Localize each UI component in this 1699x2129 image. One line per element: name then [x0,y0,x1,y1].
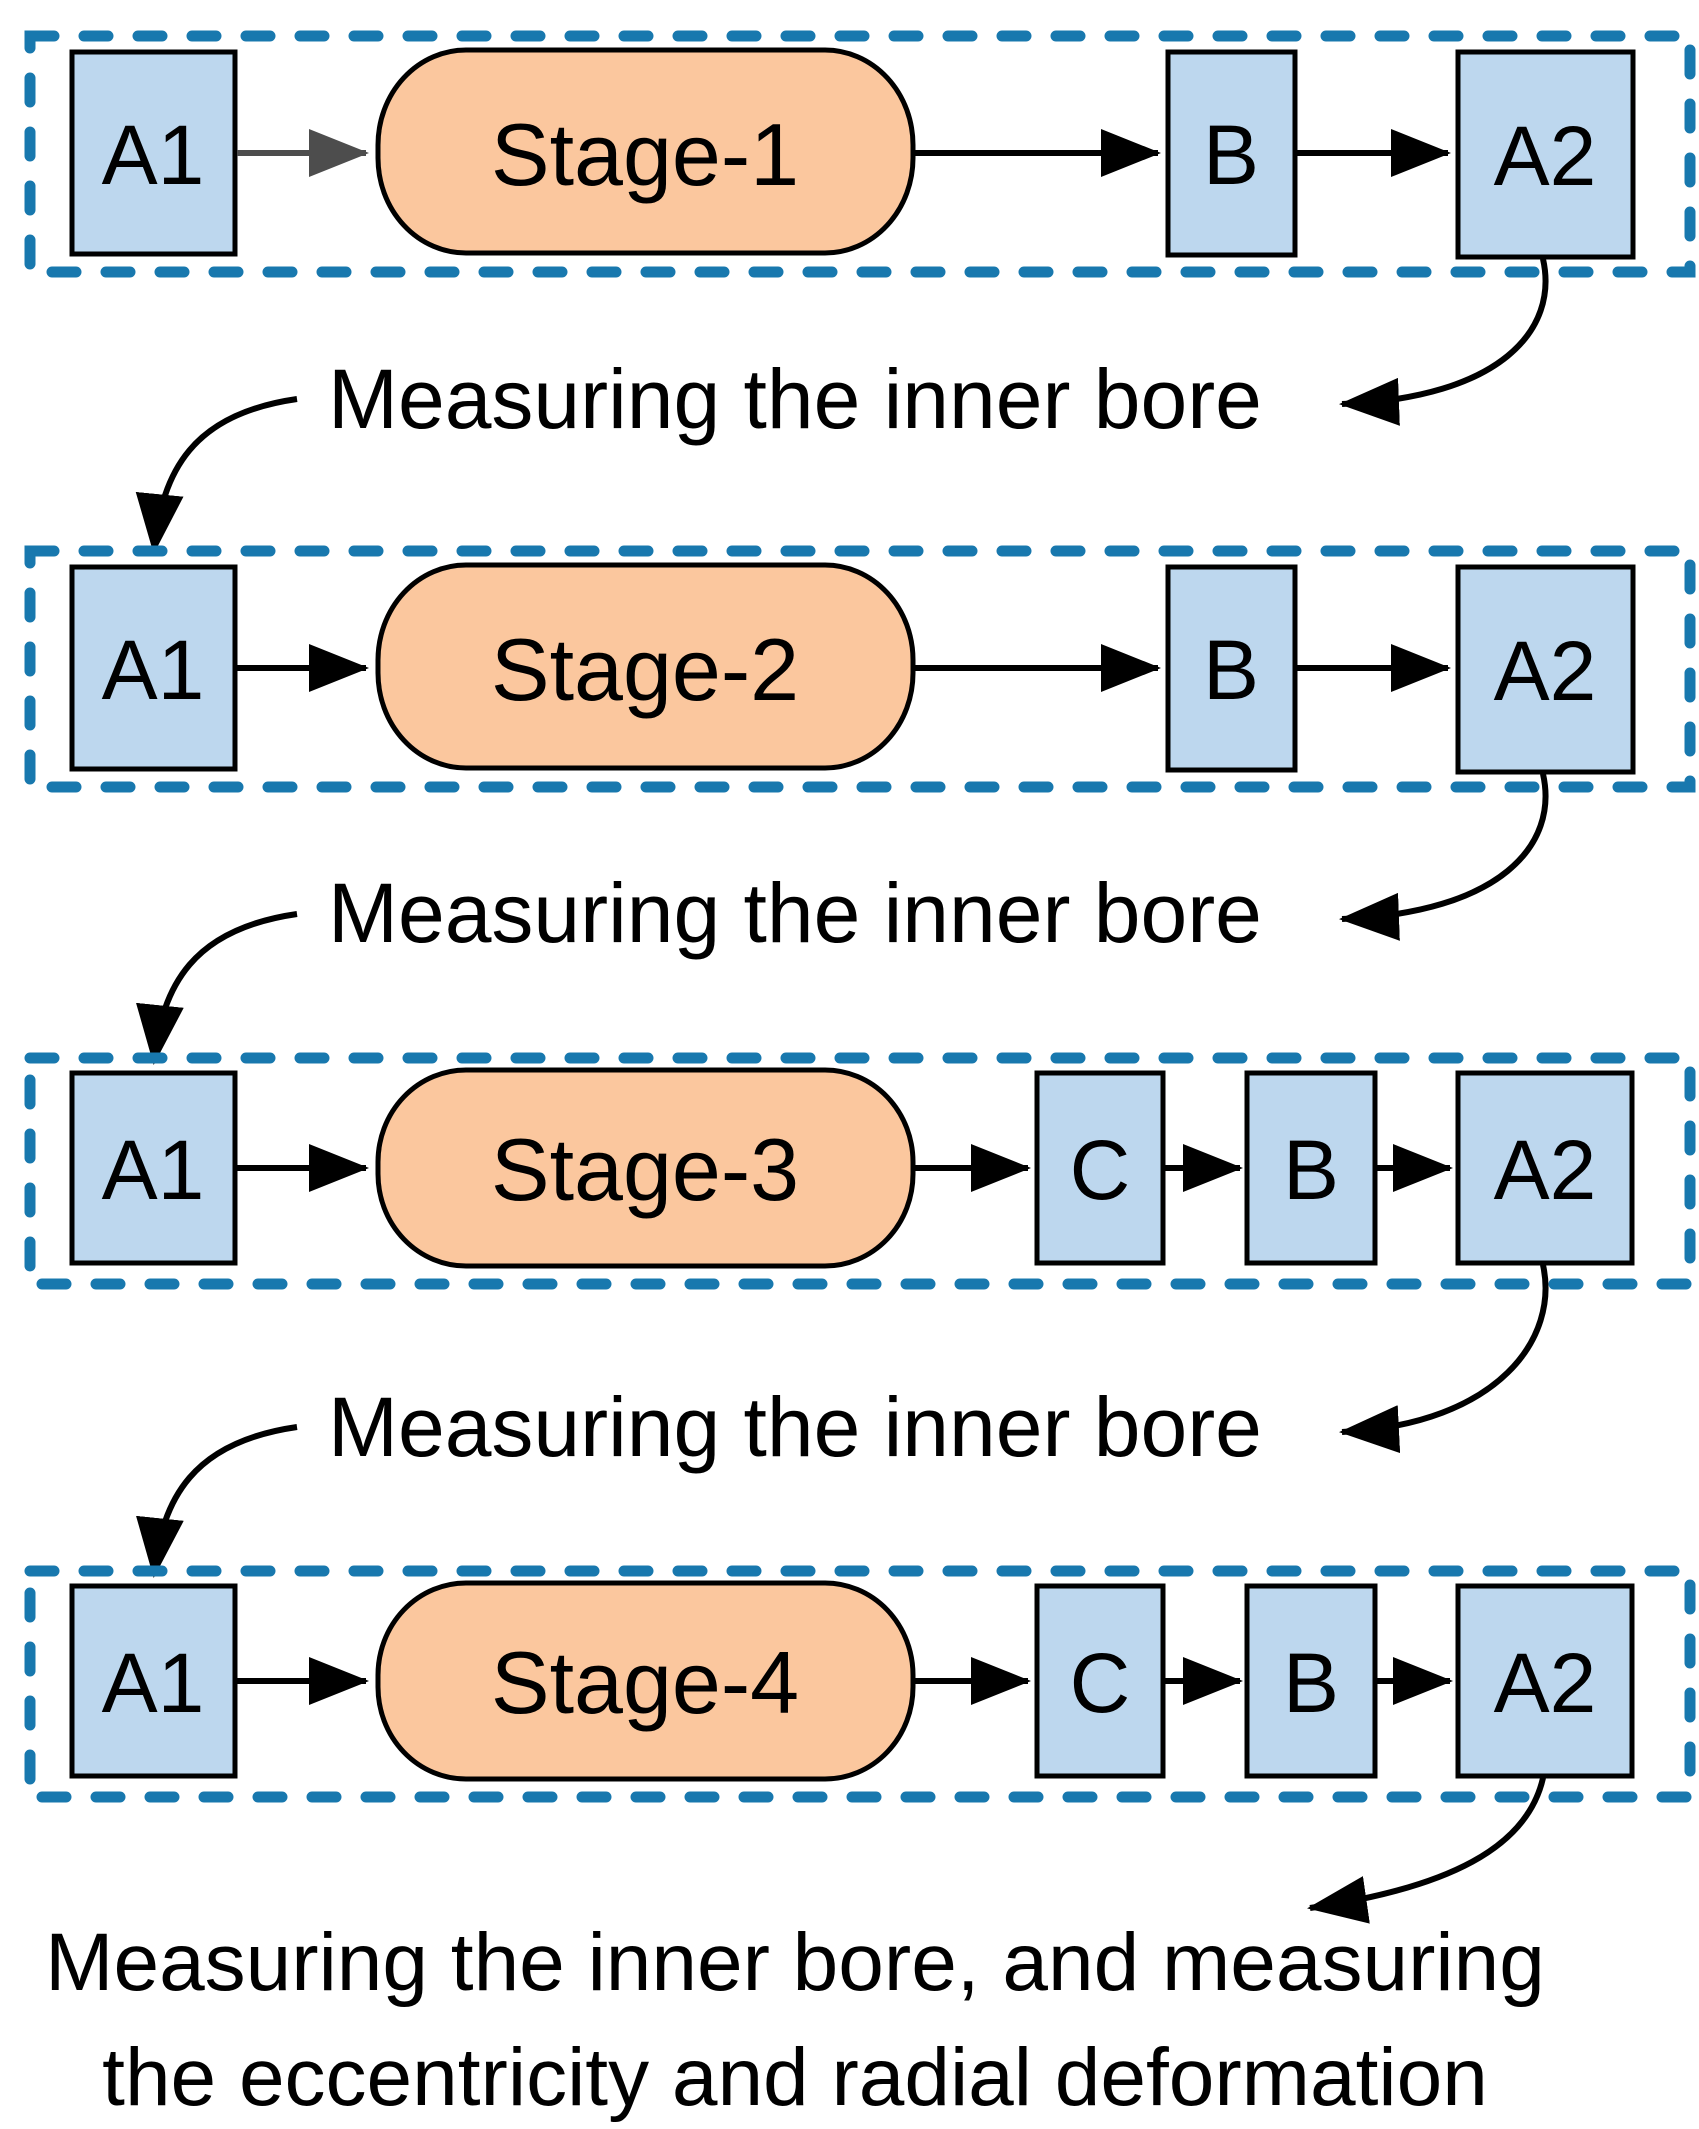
stage-3-a1-box [69,1070,238,1266]
stage-2-label: Stage-2 [491,620,799,719]
measure-label-3: Measuring the inner bore [328,1380,1262,1474]
measure3-to-a1-arrow [136,1424,298,1578]
stage-3-a1-label: A1 [102,1123,205,1217]
stage-4-c-label: C [1070,1636,1131,1730]
stage-1-a1-box [69,49,238,257]
stage-3-label: Stage-3 [491,1120,799,1219]
stage-3-b-label: B [1283,1123,1339,1217]
bottom-caption-line-2: the eccentricity and radial deformation [102,2032,1488,2123]
stage-2-b-box [1165,564,1298,773]
stage-2-dashed-border [24,545,1696,793]
bottom-caption-line-1: Measuring the inner bore, and measuring [45,1917,1545,2008]
stage-3-c-box [1034,1070,1166,1266]
stage-4-dashed-border [24,1565,1696,1803]
stage-1-b-label: B [1203,108,1259,202]
measure-label-2: Measuring the inner bore [328,866,1262,960]
a2-to-measure2-arrow [1339,773,1549,941]
stage-1-dashed-border [24,30,1696,278]
stage-4-a1-label: A1 [102,1636,205,1730]
stage-2-a2-box [1455,564,1636,775]
stage-3-a2-label: A2 [1494,1123,1597,1217]
stage-3-a2-box [1455,1070,1635,1266]
a2-to-measure3-arrow [1339,1264,1549,1454]
stage-4-a2-label: A2 [1494,1636,1597,1730]
stage-2-row: A1 Stage-2 B A2 [24,545,1696,793]
stage-3-c-label: C [1070,1123,1131,1217]
stage-3-dashed-border [24,1052,1696,1290]
stage-4-a2-box [1455,1583,1635,1779]
stage-1-label: Stage-1 [491,105,799,204]
stage-1-a1-label: A1 [102,108,205,202]
stage-1-a2-label: A2 [1494,109,1597,203]
measure1-to-a1-arrow [135,396,298,554]
measure-label-1: Measuring the inner bore [328,352,1262,446]
stage-1-row: A1 Stage-1 B A2 [24,30,1696,278]
stage-2-a1-label: A1 [102,623,205,717]
stage-4-b-box [1244,1583,1378,1779]
a2-to-measure1-arrow [1339,258,1549,426]
measure2-to-a1-arrow [136,911,298,1065]
a2-to-bottom-caption-arrow [1307,1777,1546,1924]
stage-1-a2-box [1455,49,1636,260]
stage-2-a1-box [69,564,238,772]
stage-2-a2-label: A2 [1494,624,1597,718]
stage-4-row: A1 Stage-4 C B A2 [24,1565,1696,1803]
stage-3-row: A1 Stage-3 C B A2 [24,1052,1696,1290]
stage-2-b-label: B [1203,623,1259,717]
stage-4-label: Stage-4 [491,1633,799,1732]
stage-1-b-box [1165,49,1298,258]
stage-3-b-box [1244,1070,1378,1266]
stage-4-b-label: B [1283,1636,1339,1730]
stage-4-a1-box [69,1583,238,1779]
